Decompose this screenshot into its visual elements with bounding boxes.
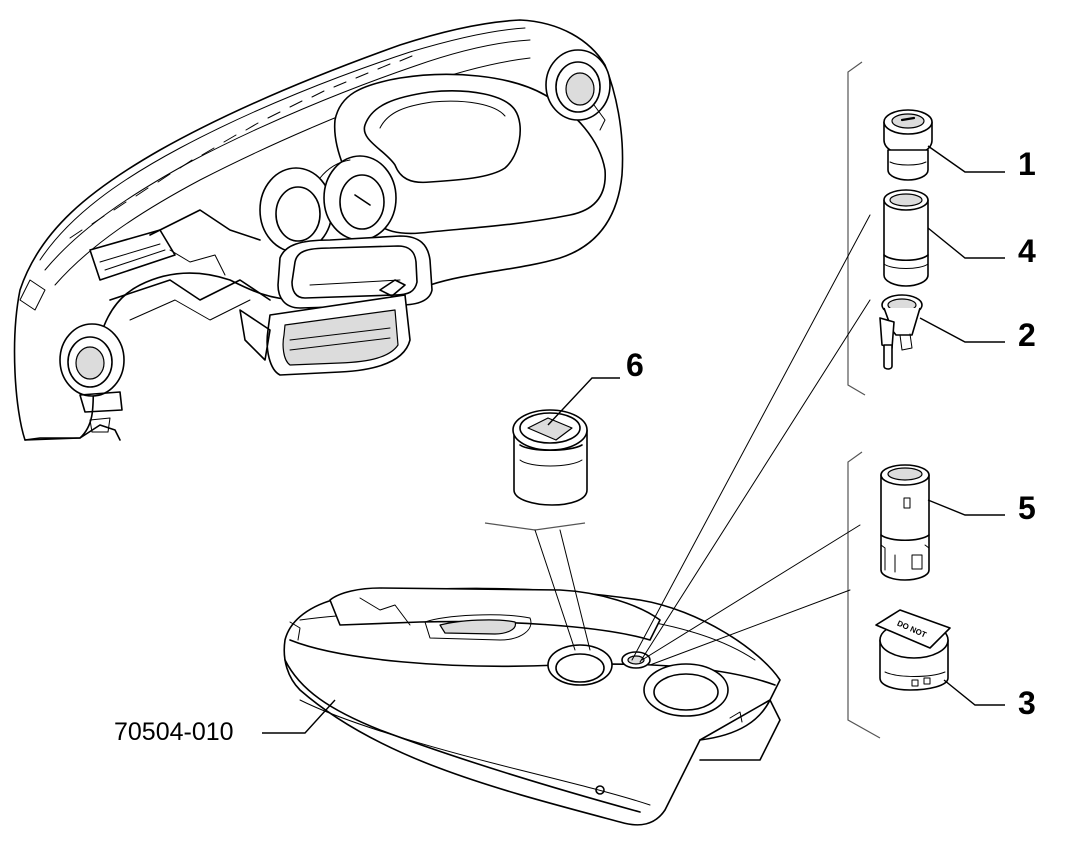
callout-label-4: 4 — [1018, 233, 1036, 269]
callout-label-1: 1 — [1018, 146, 1036, 182]
part-number-label: 70504-010 — [114, 718, 234, 746]
socket-sleeve-part — [883, 189, 929, 287]
lower-group-bracket — [847, 451, 881, 739]
callout-label-6: 6 — [626, 347, 644, 383]
callout-label-2: 2 — [1018, 317, 1036, 353]
socket-shell-part — [880, 464, 930, 581]
ashtray-bracket — [484, 522, 586, 531]
upper-group-bracket — [847, 61, 866, 396]
dashboard-assembly — [13, 19, 624, 441]
callout-label-3: 3 — [1018, 685, 1036, 721]
right-vent — [545, 49, 611, 131]
center-console-assembly — [283, 587, 781, 826]
lighter-cap-part: DO NOT — [875, 609, 951, 691]
left-vent — [59, 323, 125, 433]
right-cup-holder — [643, 663, 729, 717]
socket-opening — [621, 651, 651, 669]
ashtray-part — [512, 409, 588, 506]
left-cup-holder — [547, 644, 613, 686]
gauge-pods — [259, 155, 397, 253]
callout-label-5: 5 — [1018, 490, 1036, 526]
socket-bracket-part — [879, 294, 923, 370]
leader-lines — [262, 145, 1005, 734]
lighter-plug-part — [883, 109, 933, 181]
